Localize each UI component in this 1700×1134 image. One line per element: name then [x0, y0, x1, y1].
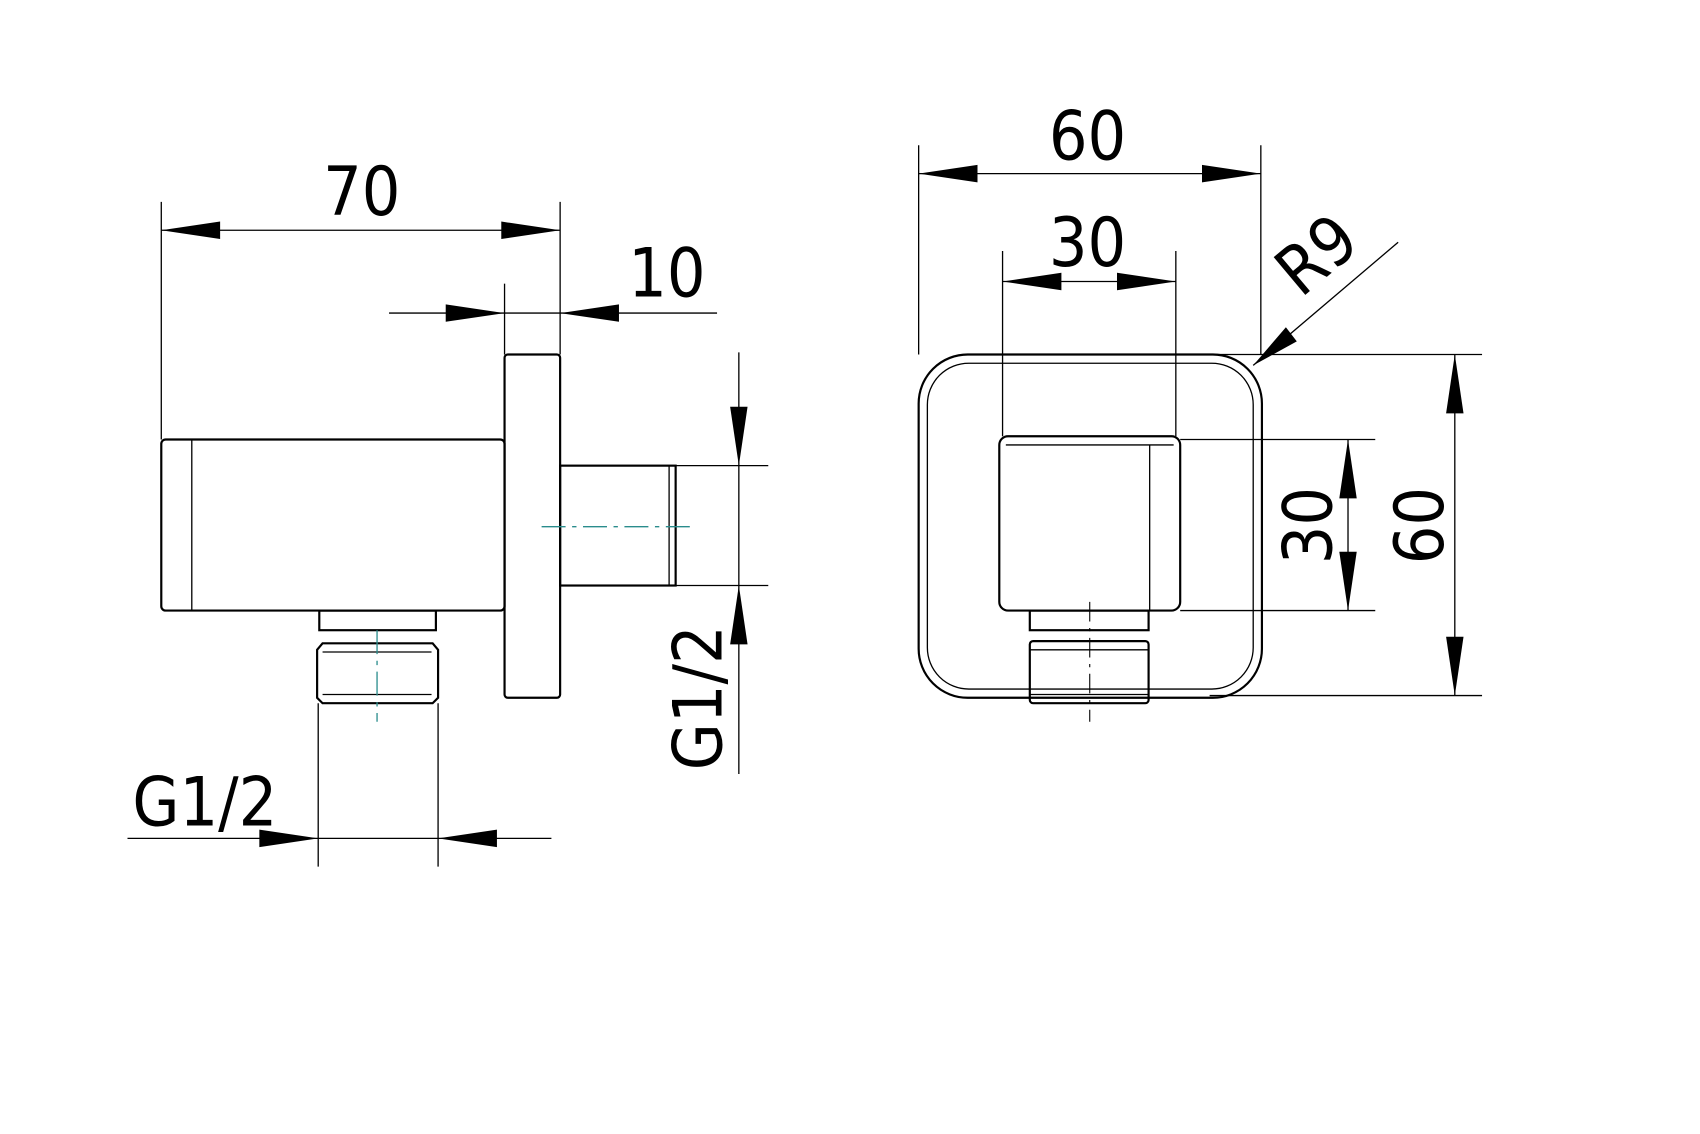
body [160, 438, 506, 612]
dim-length: 70 [323, 152, 400, 231]
dim-inlet-thread: G1/2 [658, 625, 737, 770]
inner-body [998, 435, 1182, 612]
dim-outlet-thread: G1/2 [132, 762, 277, 841]
dim-radius: R9 [1260, 199, 1373, 312]
outlet-thread [316, 642, 440, 705]
outlet-collar [318, 609, 437, 632]
dim-inner-width: 30 [1049, 203, 1126, 282]
dim-height: 60 [1380, 487, 1459, 564]
dim-flange: 10 [628, 234, 705, 313]
side-view: 70 10 G1/2 G1/2 [127, 152, 769, 867]
front-view: 60 30 R9 60 30 [917, 96, 1483, 722]
outer-plate [917, 353, 1264, 699]
inlet-nipple [559, 464, 677, 587]
dim-width: 60 [1049, 96, 1126, 175]
dim-inner-height: 30 [1269, 487, 1348, 564]
